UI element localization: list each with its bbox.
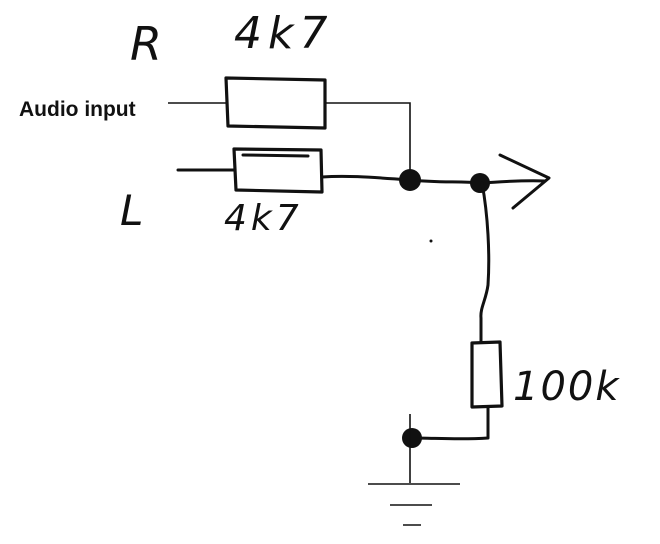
channel-left-label: L [120,186,143,235]
stray-mark [429,239,433,243]
output-arrow-icon [498,153,551,210]
junction-dot-right [470,173,490,193]
resistor-left [232,147,324,194]
resistor-left-value: 4k7 [224,198,303,239]
wire-to-ground [410,405,490,441]
resistor-pulldown [470,340,504,409]
wire-right-input [168,102,411,178]
resistor-right-value: 4k7 [234,8,333,59]
resistor-pulldown-value: 100k [513,364,621,410]
resistor-right [224,76,327,130]
junction-dot-left [399,169,421,191]
channel-right-label: R [130,17,162,71]
ground-icon [368,483,460,526]
wire-output-bus [320,174,547,185]
resistor-left-scribble [241,153,310,158]
wire-to-pulldown [479,181,491,344]
audio-input-label: Audio input [19,98,136,121]
junction-dot-ground [402,428,422,448]
